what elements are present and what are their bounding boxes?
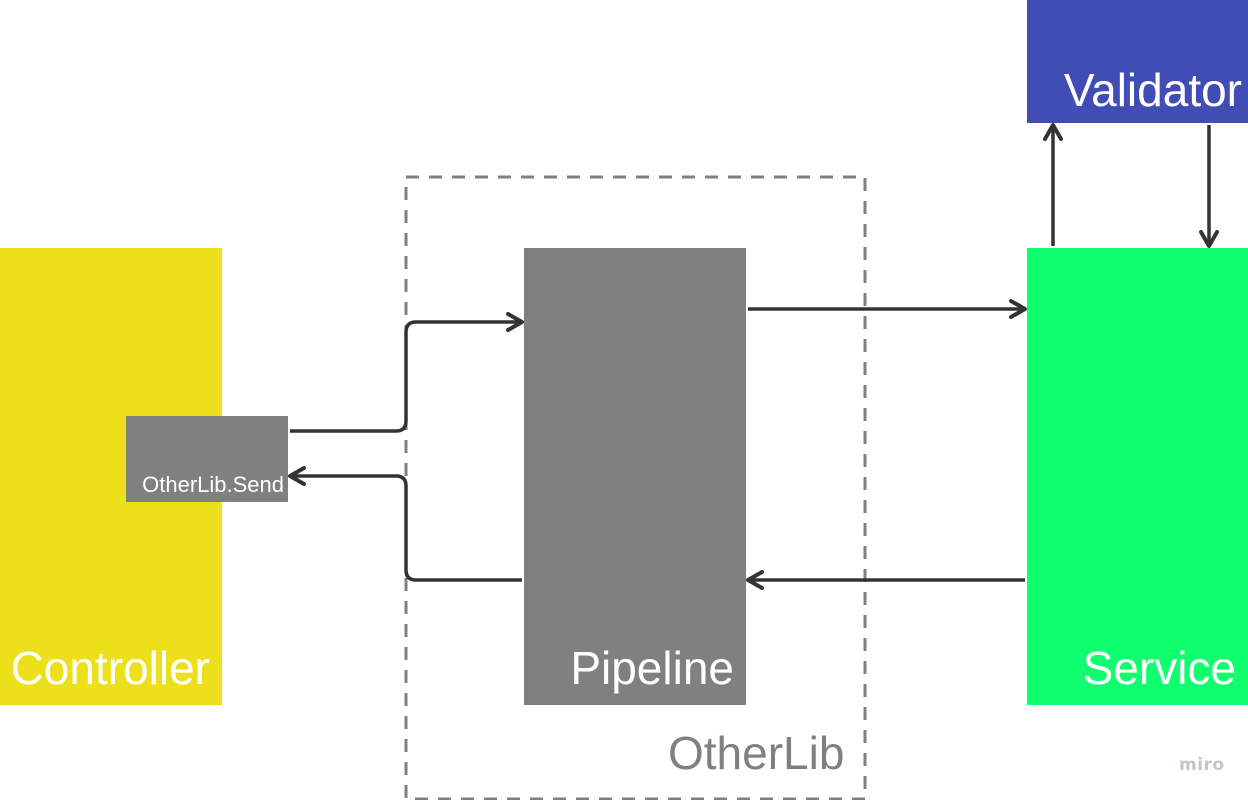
pipeline-node[interactable]: Pipeline xyxy=(524,248,746,705)
otherlib-group-label: OtherLib xyxy=(668,727,845,779)
service-node[interactable]: Service xyxy=(1027,248,1248,705)
edge-pipeline-to-send[interactable] xyxy=(288,466,522,582)
miro-watermark: miro xyxy=(1179,755,1225,775)
pipeline-label: Pipeline xyxy=(570,642,734,694)
service-label: Service xyxy=(1082,642,1236,694)
edge-send-to-pipeline[interactable] xyxy=(290,312,524,433)
otherlib-send-label: OtherLib.Send xyxy=(142,472,284,497)
validator-label: Validator xyxy=(1063,64,1242,116)
validator-node[interactable]: Validator xyxy=(1027,0,1248,123)
controller-label: Controller xyxy=(10,642,210,694)
otherlib-send-node[interactable]: OtherLib.Send xyxy=(126,416,288,502)
